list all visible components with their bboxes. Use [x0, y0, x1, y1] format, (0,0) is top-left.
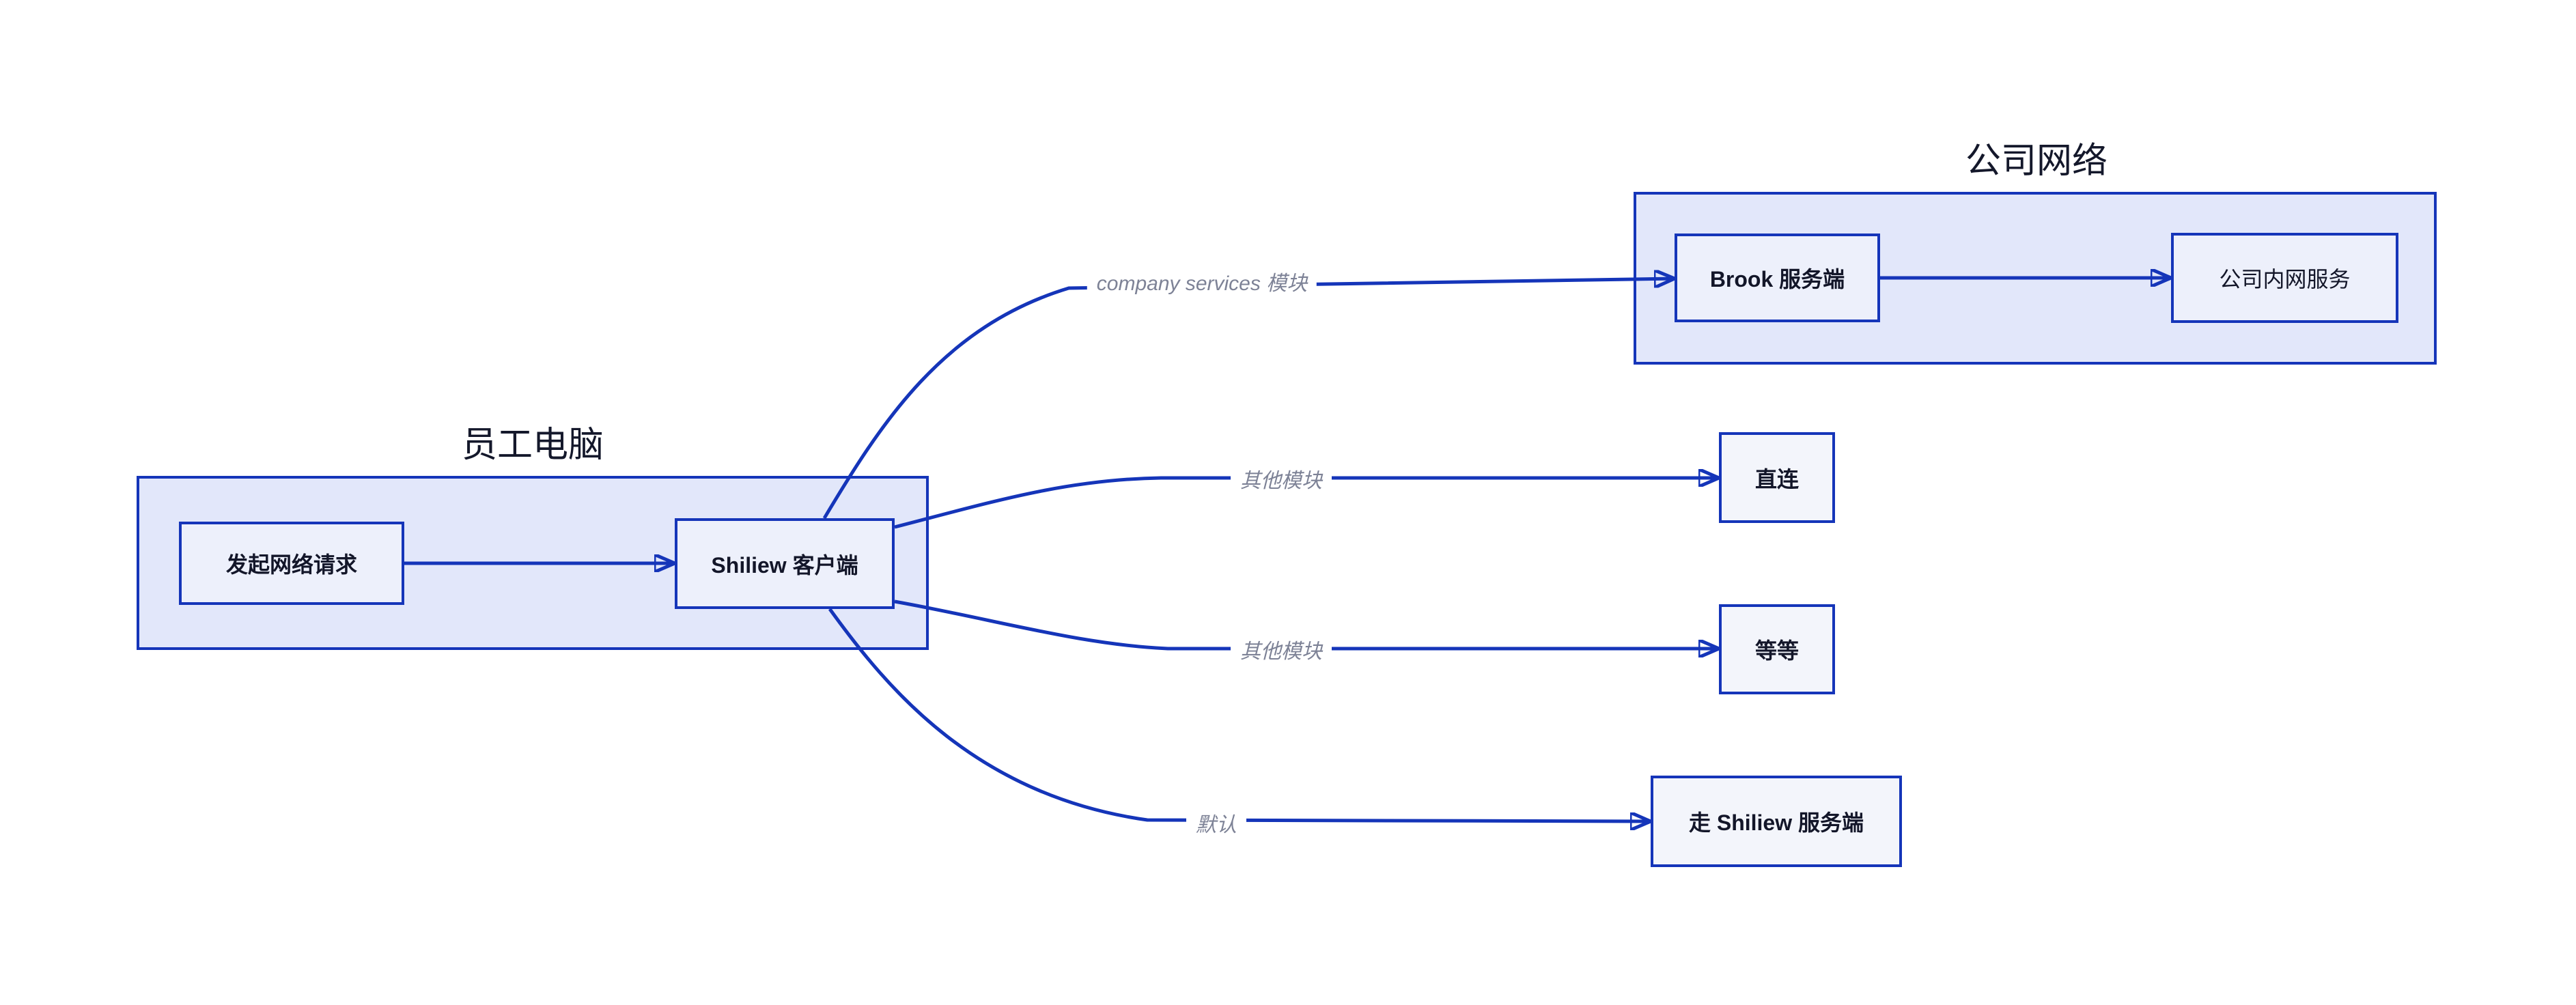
edge-default-to-shiliew-server — [828, 608, 1651, 821]
node-shiliew-client: Shiliew 客户端 — [675, 518, 895, 609]
edge-label-default: 默认 — [1186, 806, 1246, 839]
node-via-shiliew-server: 走 Shiliew 服务端 — [1651, 776, 1902, 867]
edge-label-other-modules-1: 其他模块 — [1231, 462, 1332, 495]
node-intranet-service: 公司内网服务 — [2171, 233, 2398, 323]
edge-other-modules-to-direct — [894, 478, 1719, 529]
edge-other-modules-to-etc — [894, 599, 1719, 649]
node-brook-server: Brook 服务端 — [1675, 233, 1880, 322]
edge-label-company-services: company services 模块 — [1087, 265, 1317, 298]
node-initiate-request: 发起网络请求 — [179, 522, 404, 605]
cluster-title-employee-computer: 员工电脑 — [461, 425, 604, 465]
cluster-title-company-network: 公司网络 — [1965, 141, 2108, 181]
edge-label-other-modules-2: 其他模块 — [1231, 633, 1332, 666]
node-etc: 等等 — [1719, 604, 1835, 694]
node-direct-connect: 直连 — [1719, 432, 1835, 523]
edge-company-services-to-brook — [822, 279, 1675, 520]
